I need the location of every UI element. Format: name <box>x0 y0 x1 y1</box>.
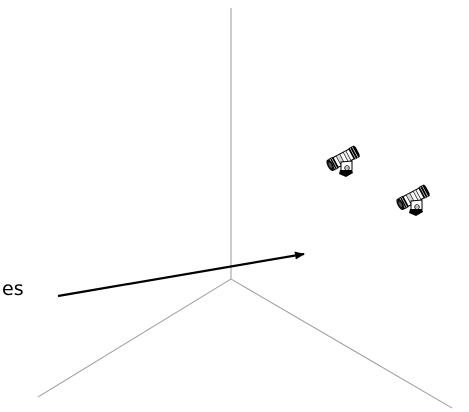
right-axis <box>230 278 453 409</box>
callout-label: es <box>2 278 24 300</box>
tee-fitting-icon[interactable] <box>394 183 431 217</box>
callout-arrow <box>57 251 305 298</box>
left-axis <box>37 278 232 398</box>
tee-fitting-icon[interactable] <box>324 144 361 178</box>
